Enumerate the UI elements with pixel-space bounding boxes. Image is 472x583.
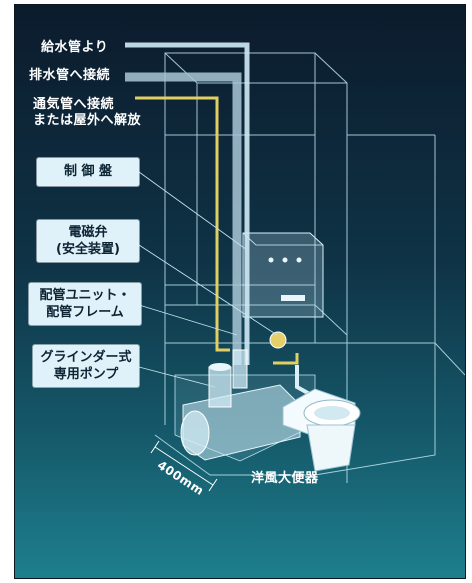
callout-piping-line2: 配管フレーム [46, 305, 124, 320]
drain-pipe [125, 72, 242, 365]
callout-solenoid-valve: 電磁弁 (安全装置) [37, 220, 139, 262]
control-box [242, 232, 324, 318]
solenoid-valve [269, 331, 287, 349]
callout-grinder-pump: グラインダー式 専用ポンプ [33, 345, 139, 387]
callout-pump-line1: グラインダー式 [40, 350, 132, 365]
callout-piping-line1: 配管ユニット・ [39, 288, 131, 303]
vent-pipe [135, 96, 230, 352]
installation-illustration [125, 42, 465, 492]
drain-connection-label: 排水管へ接続 [29, 68, 111, 83]
callout-solenoid-line1: 電磁弁 [68, 225, 108, 240]
dimension-line [150, 440, 218, 492]
toilet-fixture [282, 388, 361, 472]
water-supply-label: 給水管より [41, 40, 109, 55]
diagram-panel: 給水管より 排水管へ接続 通気管へ接続 または屋外へ解放 制 御 盤 電磁弁 (… [14, 4, 466, 579]
leader-lines [138, 171, 278, 388]
toilet-label: 洋風大便器 [251, 471, 319, 486]
callout-control-panel: 制 御 盤 [37, 158, 139, 186]
vent-label-line2: または屋外へ解放 [33, 113, 142, 128]
vent-label-line1: 通気管へ接続 [33, 97, 115, 112]
callout-control-panel-text: 制 御 盤 [63, 164, 113, 179]
vent-pipe-branch [273, 353, 299, 365]
pump-tank [180, 349, 301, 461]
callout-pump-line2: 専用ポンプ [53, 367, 119, 382]
water-supply-pipe [125, 42, 250, 365]
callout-piping-unit: 配管ユニット・ 配管フレーム [29, 283, 141, 325]
callout-solenoid-line2: (安全装置) [56, 242, 120, 257]
